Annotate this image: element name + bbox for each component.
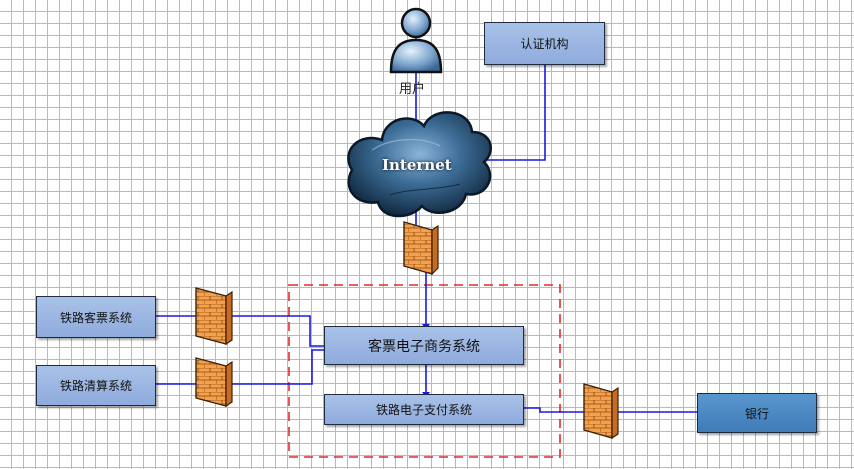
payment-system-node[interactable]: 铁路电子支付系统 xyxy=(324,394,524,425)
clearing-system-node[interactable]: 铁路清算系统 xyxy=(36,365,156,406)
bank-label: 银行 xyxy=(744,406,769,421)
connector-clearing-ecommerce xyxy=(156,349,325,385)
auth-label: 认证机构 xyxy=(520,37,569,51)
internet-label: Internet xyxy=(382,156,452,174)
auth-node[interactable]: 认证机构 xyxy=(484,22,605,65)
ecommerce-system-node[interactable]: 客票电子商务系统 xyxy=(324,326,524,365)
firewall-icon xyxy=(195,287,233,346)
clearing-system-label: 铁路清算系统 xyxy=(59,379,132,393)
payment-system-label: 铁路电子支付系统 xyxy=(375,403,472,417)
bank-node[interactable]: 银行 xyxy=(697,393,817,433)
user-label: 用户 xyxy=(399,82,426,97)
ticket-system-label: 铁路客票系统 xyxy=(59,310,132,325)
firewall-icon xyxy=(403,221,439,276)
firewall-icon xyxy=(583,383,619,440)
connector-ticket-ecommerce xyxy=(156,315,325,347)
ticket-system-node[interactable]: 铁路客票系统 xyxy=(36,296,156,338)
ecommerce-system-label: 客票电子商务系统 xyxy=(368,338,480,355)
security-boundary xyxy=(288,284,561,458)
firewall-icon xyxy=(195,357,233,408)
connector-auth-internet xyxy=(487,65,546,161)
